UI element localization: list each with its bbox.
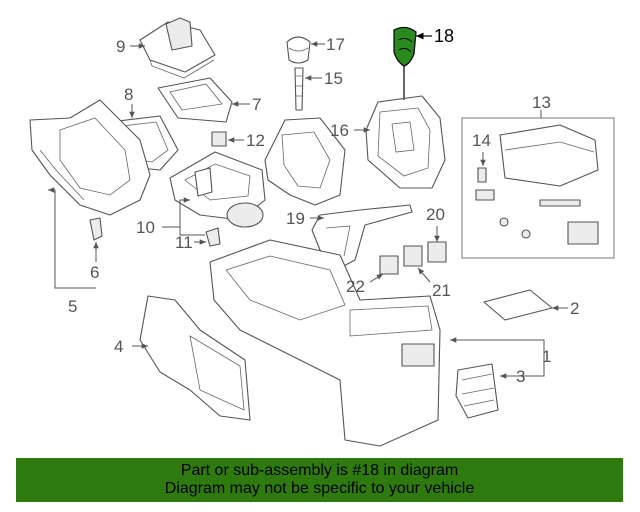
callout-labels: 9 17 15 8 7 12 16 13 14 19 20 10 11 6 21… <box>68 26 579 386</box>
part-2-panel <box>483 289 553 321</box>
callout-8: 8 <box>124 85 133 104</box>
part-20-switch <box>427 241 447 263</box>
callout-15: 15 <box>324 69 343 88</box>
part-4-side-panel <box>139 295 251 421</box>
callout-1: 1 <box>542 347 551 366</box>
callout-16: 16 <box>330 121 349 140</box>
callout-10: 10 <box>136 218 155 237</box>
callout-9: 9 <box>116 37 125 56</box>
part-9-shift-boot <box>139 17 216 79</box>
part-22-switch <box>379 255 399 275</box>
shift-linkage <box>264 117 346 206</box>
part-18-shift-knob-highlight <box>393 26 417 67</box>
part-11-clip <box>205 227 221 247</box>
callout-22: 22 <box>346 277 365 296</box>
part-6-clip <box>89 217 103 241</box>
part-12-clip <box>211 131 227 147</box>
part-15-shift-lever <box>294 67 304 111</box>
callout-2: 2 <box>570 299 579 318</box>
callout-6: 6 <box>90 263 99 282</box>
part-14-screw <box>477 167 487 183</box>
banner-line-1: Part or sub-assembly is #18 in diagram <box>180 462 459 479</box>
part-3-bracket <box>455 363 499 419</box>
callout-7: 7 <box>252 95 261 114</box>
callout-20: 20 <box>426 205 445 224</box>
callout-17: 17 <box>326 35 345 54</box>
callout-14: 14 <box>472 131 491 150</box>
part-17-knob <box>286 36 311 64</box>
part-7-bezel <box>157 77 233 123</box>
callout-13: 13 <box>532 93 551 112</box>
part-16-shifter-assembly <box>365 60 446 189</box>
part-1-console-body <box>209 239 441 447</box>
callout-11: 11 <box>175 233 193 252</box>
banner-line-2: Diagram may not be specific to your vehi… <box>164 480 475 497</box>
parts-diagram: 9 17 15 8 7 12 16 13 14 19 20 10 11 6 21… <box>29 17 615 447</box>
callout-19: 19 <box>286 209 305 228</box>
callout-3: 3 <box>516 367 525 386</box>
callout-5: 5 <box>68 297 77 316</box>
part-5-upper-panel <box>29 99 151 216</box>
callout-18-highlighted: 18 <box>434 26 454 46</box>
leader-lines <box>48 32 568 379</box>
callout-21: 21 <box>432 281 451 300</box>
notice-banner: Part or sub-assembly is #18 in diagram D… <box>16 458 623 502</box>
callout-4: 4 <box>114 337 123 356</box>
part-10-console-box <box>169 151 266 228</box>
part-21-switch <box>403 245 423 267</box>
part-19-bracket <box>311 204 413 269</box>
callout-12: 12 <box>246 131 265 150</box>
part-13-armrest-group <box>461 117 615 259</box>
